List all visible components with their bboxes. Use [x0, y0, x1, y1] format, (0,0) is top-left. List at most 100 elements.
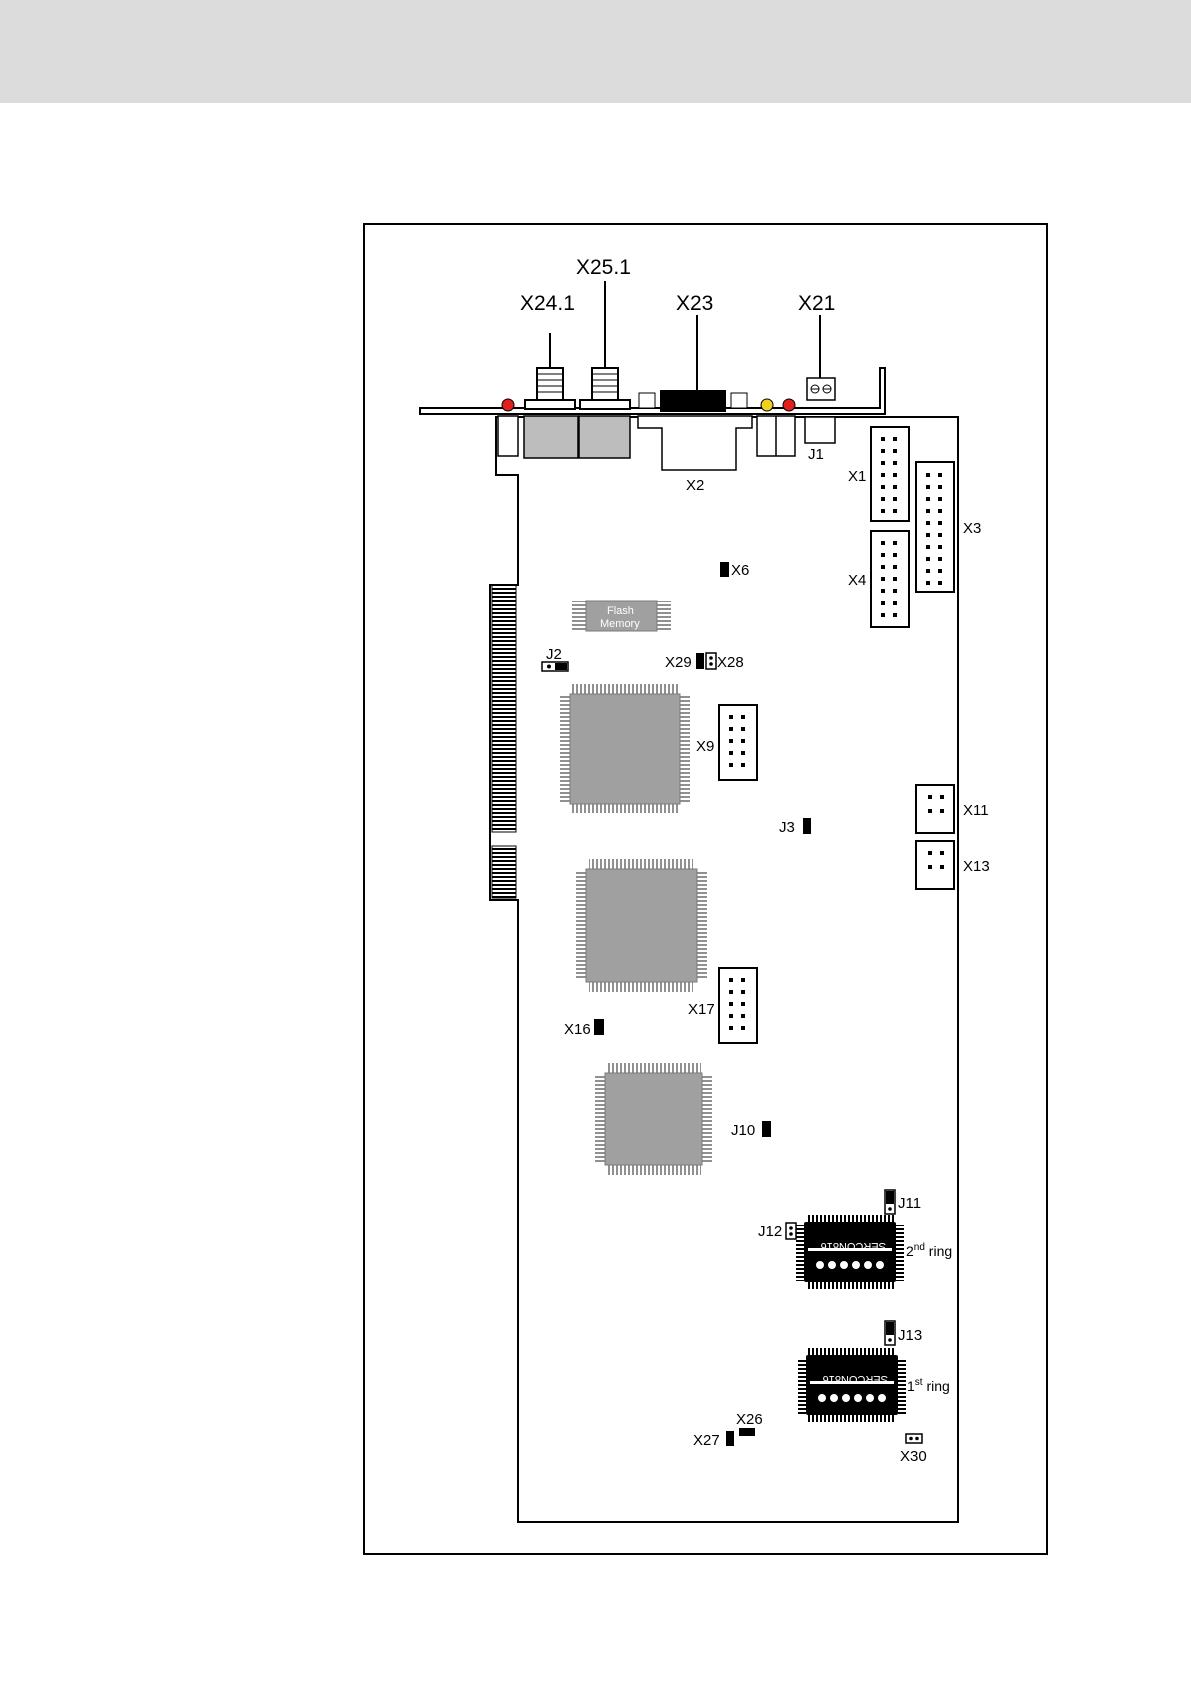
flash-label-line1: Flash	[607, 605, 634, 617]
header-pin	[881, 613, 885, 617]
header-x1	[871, 427, 909, 521]
pci-edge-connector	[492, 585, 516, 832]
header-pin	[940, 851, 944, 855]
label-j3: J3	[779, 819, 795, 836]
label-x26: X26	[736, 1411, 763, 1428]
header-pin	[729, 1002, 733, 1006]
header-pin	[881, 601, 885, 605]
header-pin	[938, 581, 942, 585]
jumper-j2	[542, 662, 568, 671]
header-pin	[729, 990, 733, 994]
header-pin	[893, 601, 897, 605]
header-pin	[893, 485, 897, 489]
header-pin	[926, 497, 930, 501]
header-pin	[893, 461, 897, 465]
header-pin	[741, 1026, 745, 1030]
header-pin	[893, 541, 897, 545]
label-x13: X13	[963, 858, 990, 875]
label-j12: J12	[758, 1223, 782, 1240]
header-pin	[938, 509, 942, 513]
header-pin	[928, 865, 932, 869]
header-pin	[881, 449, 885, 453]
header-pin	[741, 751, 745, 755]
label-x2: X2	[686, 477, 704, 494]
jumper-x30	[906, 1434, 922, 1443]
label-x21: X21	[798, 292, 835, 315]
header-pin	[893, 577, 897, 581]
chip-marking	[828, 1261, 837, 1270]
header-pin	[938, 545, 942, 549]
header-pin	[928, 809, 932, 813]
processor-chip-1	[560, 684, 690, 813]
chip-marking	[864, 1261, 873, 1270]
header-pin	[926, 533, 930, 537]
header-pin	[741, 763, 745, 767]
label-j1: J1	[808, 446, 824, 463]
label-x4: X4	[848, 572, 866, 589]
chip-marking	[830, 1394, 839, 1403]
label-j13: J13	[898, 1327, 922, 1344]
header-x9	[719, 705, 757, 780]
header-pin	[729, 715, 733, 719]
header-pin	[893, 497, 897, 501]
header-pin	[893, 437, 897, 441]
header-pin	[940, 865, 944, 869]
header-pin	[938, 569, 942, 573]
header-pin	[729, 763, 733, 767]
jumper-j10	[762, 1121, 771, 1137]
jumper-j13	[885, 1321, 895, 1345]
header-pin	[893, 553, 897, 557]
jumper-j11	[885, 1190, 895, 1214]
chip-marking	[878, 1394, 887, 1403]
header-pin	[729, 751, 733, 755]
label-x24: X24.1	[520, 292, 575, 315]
label-x30: X30	[900, 1448, 927, 1465]
led-red-right	[783, 399, 795, 411]
header-x13	[916, 841, 954, 889]
sercon-label-2nd: SERCON816	[821, 1240, 886, 1252]
header-pin	[928, 851, 932, 855]
header-pin	[938, 485, 942, 489]
small-block-left	[498, 416, 518, 456]
header-pin	[893, 613, 897, 617]
ring-label-2nd: 2nd ring	[906, 1242, 952, 1259]
header-pin	[881, 485, 885, 489]
chip-marking	[840, 1261, 849, 1270]
jumper-x28	[706, 653, 716, 669]
label-x16: X16	[564, 1021, 591, 1038]
header-x11	[916, 785, 954, 833]
header-pin	[938, 497, 942, 501]
header-pin	[893, 449, 897, 453]
header-pin	[938, 473, 942, 477]
sercon-label-1st: SERCON816	[823, 1373, 888, 1385]
label-x1: X1	[848, 468, 866, 485]
jumper-x16	[594, 1019, 604, 1035]
header-pin	[926, 509, 930, 513]
header-pin	[741, 978, 745, 982]
header-pin	[926, 473, 930, 477]
header-pin	[729, 1026, 733, 1030]
label-x11: X11	[963, 802, 989, 819]
header-pin	[729, 727, 733, 731]
header-pin	[926, 581, 930, 585]
header-pin	[741, 727, 745, 731]
header-pin	[741, 715, 745, 719]
jumper-x27	[726, 1431, 734, 1446]
header-pin	[741, 1014, 745, 1018]
header-x4	[871, 531, 909, 627]
header-pin	[741, 990, 745, 994]
header-pin	[881, 565, 885, 569]
label-x9: X9	[696, 738, 714, 755]
header-pin	[729, 739, 733, 743]
header-x17	[719, 968, 757, 1043]
header-pin	[729, 1014, 733, 1018]
label-x28: X28	[717, 654, 744, 671]
chip-marking	[816, 1261, 825, 1270]
header-pin	[881, 509, 885, 513]
header-pin	[940, 795, 944, 799]
header-pin	[741, 739, 745, 743]
header-pin	[881, 473, 885, 477]
header-pin	[926, 545, 930, 549]
jumper-x26	[739, 1428, 755, 1436]
